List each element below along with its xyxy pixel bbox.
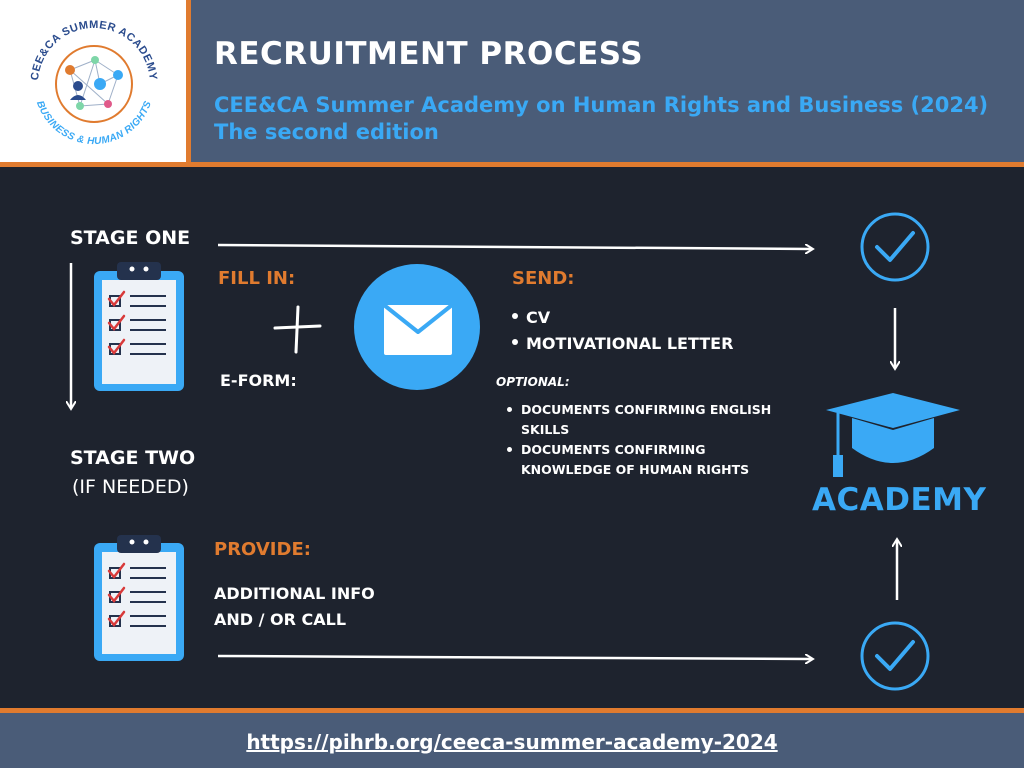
plus-icon xyxy=(273,305,322,354)
logo-icon: CEE&CA SUMMER ACADEMY BUSINESS & HUMAN R… xyxy=(29,19,158,147)
eform-label: E-FORM: xyxy=(220,371,297,390)
page-subtitle: CEE&CA Summer Academy on Human Rights an… xyxy=(214,93,989,117)
logo-divider xyxy=(186,0,191,162)
header-divider xyxy=(0,162,1024,167)
footer-divider xyxy=(0,708,1024,713)
stage-one-label: STAGE ONE xyxy=(70,227,191,249)
logo-container: CEE&CA SUMMER ACADEMY BUSINESS & HUMAN R… xyxy=(0,0,186,162)
footer-link[interactable]: https://pihrb.org/ceeca-summer-academy-2… xyxy=(246,730,778,754)
fill-in-label: FILL IN: xyxy=(218,268,296,289)
optional-item: DOCUMENTS CONFIRMING ENGLISH SKILLS xyxy=(505,400,795,440)
clipboard-icon xyxy=(94,535,184,661)
stage-two-note: (IF NEEDED) xyxy=(72,476,189,498)
optional-list: DOCUMENTS CONFIRMING ENGLISH SKILLS DOCU… xyxy=(505,400,795,480)
stage-two-label: STAGE TWO xyxy=(70,447,196,469)
provide-line-1: ADDITIONAL INFO xyxy=(214,584,375,603)
optional-label: OPTIONAL: xyxy=(496,375,570,389)
send-list: CV MOTIVATIONAL LETTER xyxy=(510,305,733,357)
check-circle-icon xyxy=(860,212,930,282)
provide-line-2: AND / OR CALL xyxy=(214,610,347,629)
send-label: SEND: xyxy=(512,268,575,289)
footer-bar xyxy=(0,713,1024,768)
graduation-cap-icon xyxy=(826,393,960,477)
envelope-icon xyxy=(354,264,480,390)
page-subtitle-edition: The second edition xyxy=(214,120,439,144)
provide-label: PROVIDE: xyxy=(214,539,311,560)
stage-two-arrow-icon xyxy=(217,656,812,659)
send-item: CV xyxy=(510,305,733,331)
stage-one-arrow-icon xyxy=(217,243,812,249)
clipboard-icon xyxy=(94,262,184,391)
academy-label: ACADEMY xyxy=(812,482,987,518)
optional-item: DOCUMENTS CONFIRMING KNOWLEDGE OF HUMAN … xyxy=(505,440,795,480)
page-title: RECRUITMENT PROCESS xyxy=(214,36,644,72)
check-circle-icon xyxy=(860,621,930,691)
send-item: MOTIVATIONAL LETTER xyxy=(510,331,733,357)
